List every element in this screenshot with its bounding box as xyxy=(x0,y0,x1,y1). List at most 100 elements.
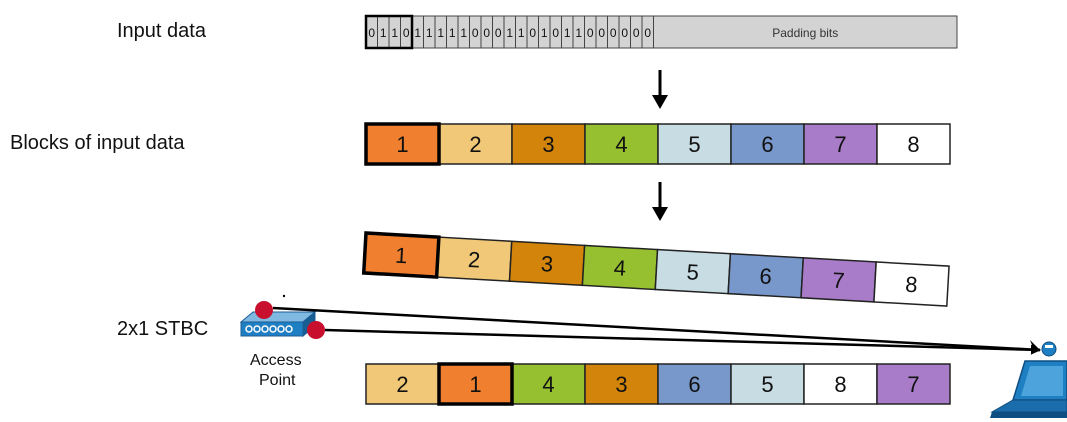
bit-cell: 0 xyxy=(618,15,631,49)
bit-value: 1 xyxy=(518,26,525,40)
block-4: 4 xyxy=(584,123,659,165)
bit-cell: 1 xyxy=(411,15,424,49)
stbc-block-5: 5 xyxy=(730,363,805,405)
tilted-block-7: 7 xyxy=(800,257,877,303)
bit-cell: 0 xyxy=(365,15,378,49)
tilted-block-3: 3 xyxy=(508,240,586,287)
bit-cell: 1 xyxy=(503,15,516,49)
padding-bits: Padding bits xyxy=(653,15,958,49)
bit-value: 1 xyxy=(414,26,421,40)
bit-value: 0 xyxy=(472,26,479,40)
block-number: 8 xyxy=(834,372,846,397)
access-point-label-line2: Point xyxy=(259,372,296,389)
access-point-icon xyxy=(239,294,325,339)
bit-value: 1 xyxy=(506,26,513,40)
block-number: 3 xyxy=(542,132,554,157)
block-number: 7 xyxy=(832,268,846,294)
stbc-block-4: 4 xyxy=(511,363,586,405)
bit-value: 0 xyxy=(368,26,375,40)
bit-cell: 1 xyxy=(515,15,528,49)
blocks-label: Blocks of input data xyxy=(10,132,185,154)
bit-cell: 1 xyxy=(446,15,459,49)
block-number: 4 xyxy=(613,255,627,281)
block-number: 6 xyxy=(688,372,700,397)
bit-cell: 1 xyxy=(434,15,447,49)
transmission-paths xyxy=(272,306,1041,355)
block-number: 7 xyxy=(834,132,846,157)
tilted-block-4: 4 xyxy=(581,244,659,291)
bit-cell: 0 xyxy=(526,15,539,49)
tilted-block-5: 5 xyxy=(654,248,732,295)
first-block-highlight xyxy=(364,14,414,50)
bit-cell: 1 xyxy=(572,15,585,49)
bit-cell: 1 xyxy=(377,15,390,49)
bit-value: 0 xyxy=(633,26,640,40)
block-7: 7 xyxy=(803,123,878,165)
highlight-block xyxy=(437,362,514,406)
block-number: 4 xyxy=(615,132,627,157)
bit-value: 1 xyxy=(391,26,398,40)
block-number: 1 xyxy=(469,372,481,397)
bit-cell: 0 xyxy=(595,15,608,49)
block-number: 1 xyxy=(396,132,408,157)
block-2: 2 xyxy=(438,123,513,165)
bit-cell: 0 xyxy=(549,15,562,49)
bit-value: 0 xyxy=(529,26,536,40)
bit-cell: 0 xyxy=(492,15,505,49)
bit-cell: 1 xyxy=(423,15,436,49)
block-number: 6 xyxy=(759,263,773,289)
block-1: 1 xyxy=(365,123,440,165)
bit-value: 0 xyxy=(644,26,651,40)
bit-cell: 1 xyxy=(538,15,551,49)
block-3: 3 xyxy=(511,123,586,165)
bit-cell: 0 xyxy=(480,15,493,49)
block-number: 6 xyxy=(761,132,773,157)
block-number: 8 xyxy=(907,132,919,157)
block-number: 8 xyxy=(905,272,919,298)
block-number: 5 xyxy=(688,132,700,157)
block-5: 5 xyxy=(657,123,732,165)
block-number: 2 xyxy=(469,132,481,157)
bit-value: 1 xyxy=(380,26,387,40)
stbc-block-1: 1 xyxy=(438,363,513,405)
highlight-block xyxy=(364,122,441,166)
down-arrow-icon xyxy=(652,70,668,109)
block-number: 2 xyxy=(467,247,481,273)
tilted-block-6: 6 xyxy=(727,252,805,299)
block-6: 6 xyxy=(730,123,805,165)
stbc-block-3: 3 xyxy=(584,363,659,405)
tilted-blocks-row: 1 2 3 4 5 6 7 8 xyxy=(361,231,950,307)
block-number: 2 xyxy=(396,372,408,397)
stbc-block-6: 6 xyxy=(657,363,732,405)
stbc-block-7: 7 xyxy=(876,363,951,405)
access-point-label-line1: Access xyxy=(250,352,302,369)
bit-value: 1 xyxy=(449,26,456,40)
bit-cell: 0 xyxy=(584,15,597,49)
bit-value: 0 xyxy=(610,26,617,40)
bit-value: 1 xyxy=(460,26,467,40)
bit-cell: 0 xyxy=(400,15,413,49)
block-number: 1 xyxy=(394,243,408,269)
down-arrow-icon xyxy=(652,182,668,221)
bit-value: 0 xyxy=(552,26,559,40)
bit-value: 1 xyxy=(564,26,571,40)
blocks-row: 1 2 3 4 5 6 7 8 xyxy=(364,122,951,166)
tilted-block-8: 8 xyxy=(873,261,950,307)
bit-value: 1 xyxy=(437,26,444,40)
bit-value: 1 xyxy=(575,26,582,40)
bit-value: 0 xyxy=(587,26,594,40)
bit-value: 1 xyxy=(541,26,548,40)
bit-cell: 0 xyxy=(641,15,654,49)
padding-bits-label: Padding bits xyxy=(772,26,838,40)
block-number: 5 xyxy=(761,372,773,397)
block-number: 5 xyxy=(686,259,700,285)
block-number: 3 xyxy=(540,251,554,277)
tilted-block-1: 1 xyxy=(362,232,440,278)
input-data-label: Input data xyxy=(117,20,206,42)
block-number: 7 xyxy=(907,372,919,397)
tilted-block-2: 2 xyxy=(435,236,513,283)
bit-cell: 0 xyxy=(607,15,620,49)
stbc-block-8: 8 xyxy=(803,363,878,405)
